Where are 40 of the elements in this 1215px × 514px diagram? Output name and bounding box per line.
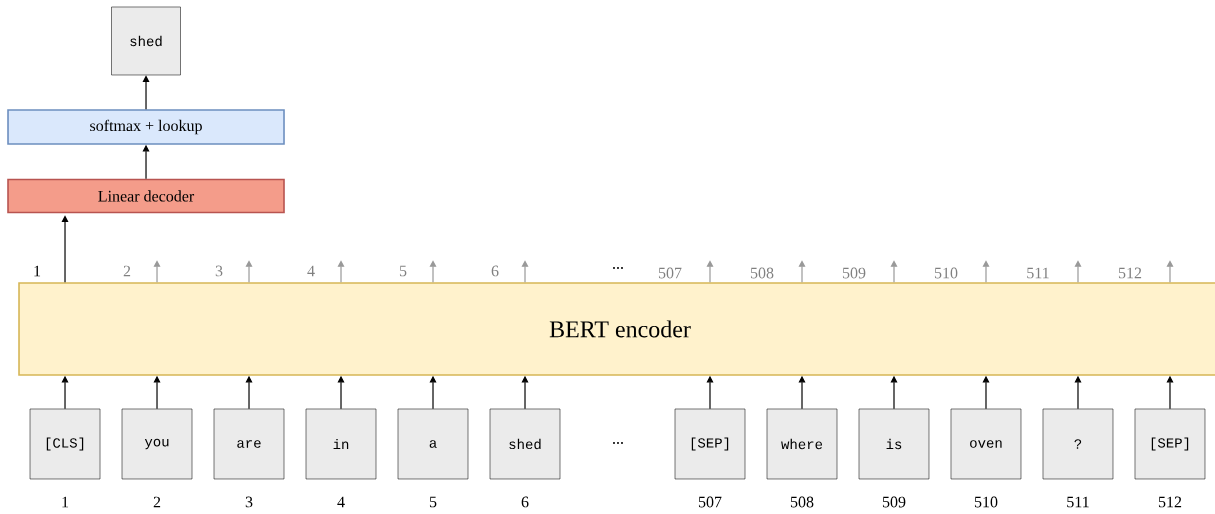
position-number: 507 (698, 496, 722, 508)
token-box: is (858, 408, 930, 480)
encoder-box: BERT encoder (18, 282, 1215, 376)
arrow (1166, 260, 1174, 283)
token-box: [SEP] (1134, 408, 1206, 480)
arrow (798, 260, 806, 283)
arrow (1074, 260, 1082, 283)
arrow (245, 260, 253, 283)
position-number: 6 (521, 496, 529, 508)
token-box: are (213, 408, 285, 480)
position-number: 3 (245, 496, 253, 508)
token-box: in (305, 408, 377, 480)
arrow (521, 260, 529, 283)
token-box: ? (1042, 408, 1114, 480)
position-number: 512 (1158, 496, 1182, 508)
token-box: you (121, 408, 193, 480)
arrow (706, 260, 714, 283)
token-box: oven (950, 408, 1022, 480)
decoder-box: Linear decoder (7, 178, 285, 214)
position-number: 2 (153, 496, 161, 508)
token-box: [CLS] (29, 408, 101, 480)
position-number: 509 (882, 496, 906, 508)
position-number: 508 (790, 496, 814, 508)
ellipsis: ... (613, 442, 623, 444)
token-box: where (766, 408, 838, 480)
arrow (337, 260, 345, 283)
token-box: shed (489, 408, 561, 480)
token-box: shed (111, 6, 181, 76)
arrow (890, 260, 898, 283)
position-number: 4 (337, 496, 345, 508)
arrow (429, 260, 437, 283)
arrow (153, 260, 161, 283)
position-number: 511 (1067, 496, 1089, 508)
token-box: [SEP] (674, 408, 746, 480)
position-number: 510 (974, 496, 998, 508)
token-box: a (397, 408, 469, 480)
arrow (982, 260, 990, 283)
position-number: 5 (429, 496, 437, 508)
position-number: 1 (62, 496, 69, 508)
softmax-box: softmax + lookup (7, 109, 285, 145)
